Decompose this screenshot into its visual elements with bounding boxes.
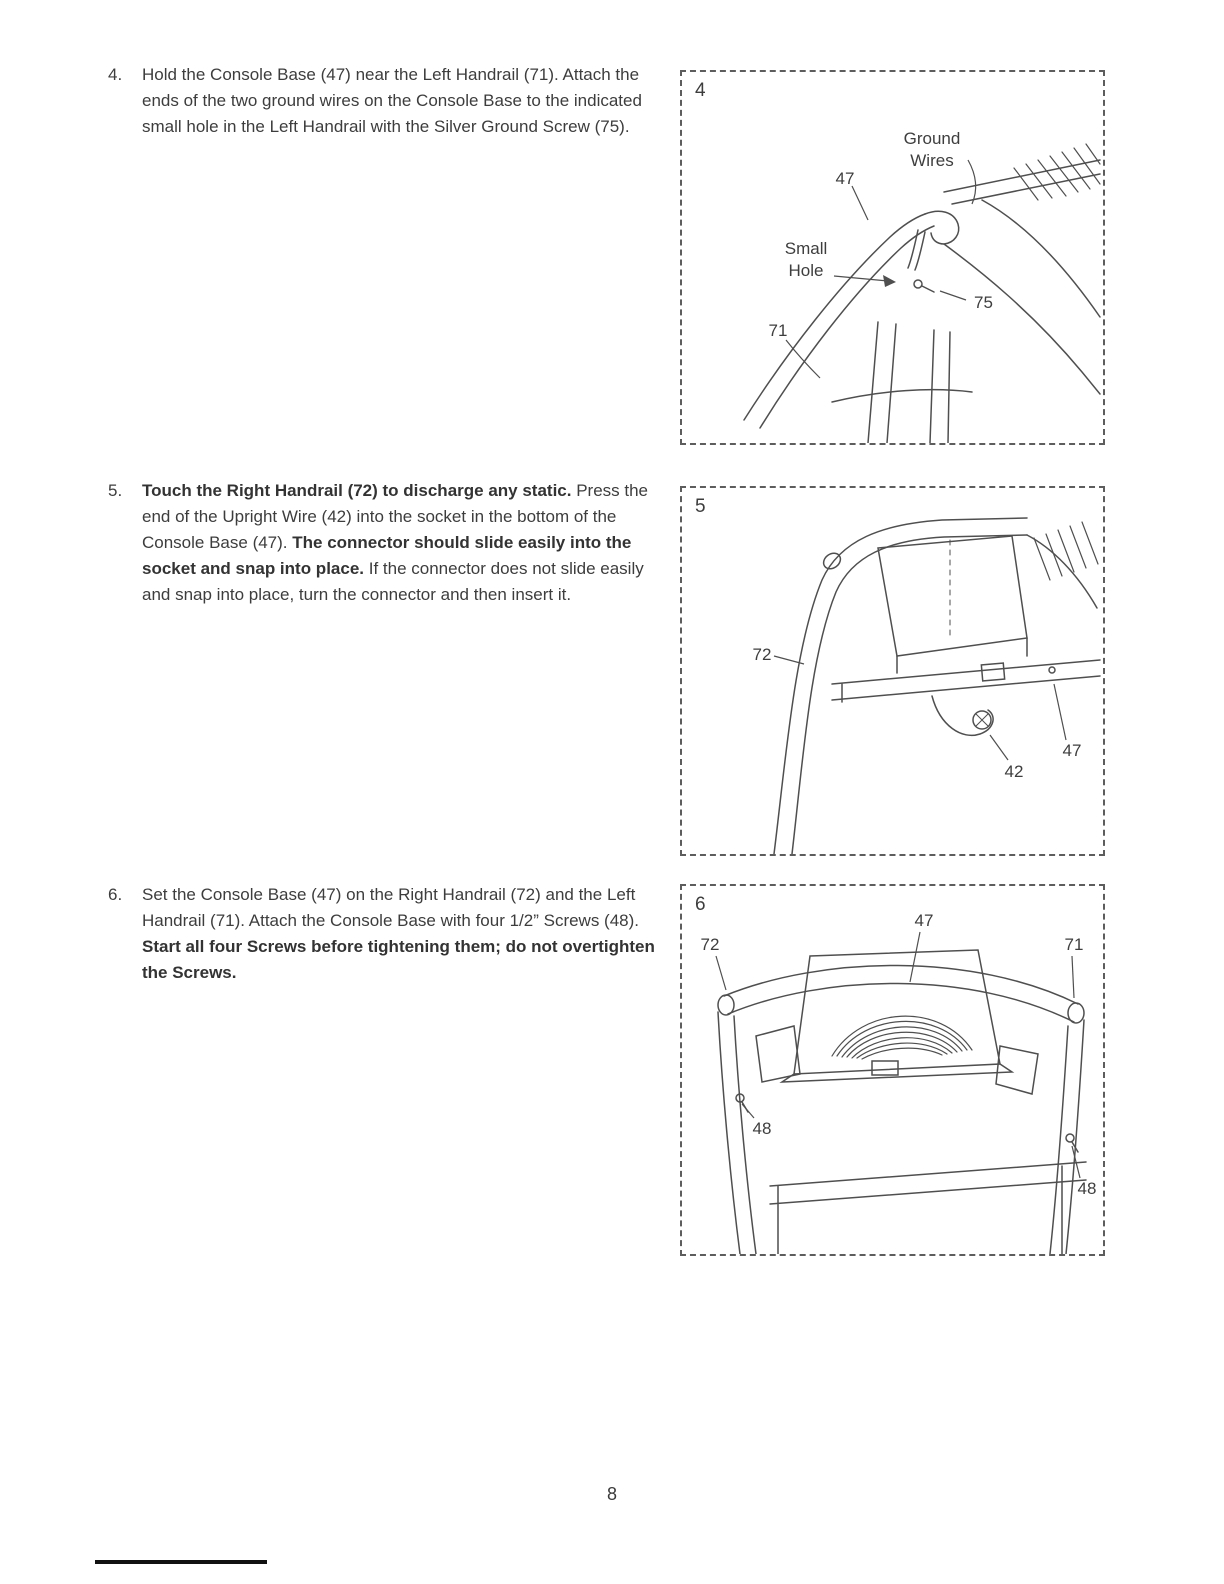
- console-grille-hatch: [1033, 521, 1099, 581]
- treadmill-console-drawing: [743, 143, 1101, 443]
- callout-47: 47: [915, 911, 934, 930]
- step-6-segment-bold: Start all four Screws before tightening …: [142, 937, 655, 982]
- small-hole-arrowhead: [883, 275, 896, 287]
- console-grille-hatch: [1013, 143, 1101, 201]
- step-4-number: 4.: [108, 65, 123, 84]
- figure-6-leader-lines: [715, 931, 1081, 1179]
- callout-47: 47: [1063, 741, 1082, 760]
- figure-4-illustration: 47 Ground Wires Small Hole 75 71: [743, 129, 1101, 443]
- callout-48-left: 48: [753, 1119, 772, 1138]
- callout-48-right: 48: [1078, 1179, 1097, 1198]
- figure-6: 6: [680, 884, 1105, 1256]
- footer-rule: [95, 1560, 267, 1564]
- step-5-segment: Press the end of the Upright Wire (42) i…: [142, 481, 649, 552]
- callout-72: 72: [753, 645, 772, 664]
- step-5-segment-bold: Touch the Right Handrail (72) to dischar…: [142, 481, 577, 500]
- step-6-segment: Set the Console Base (47) on the Right H…: [142, 885, 640, 930]
- step-5-segment-bold: The connector should slide easily into t…: [142, 533, 632, 578]
- step-6-number: 6.: [108, 885, 123, 904]
- console-mounted-drawing: [717, 949, 1087, 1254]
- console-base-drawing: [773, 517, 1101, 854]
- figure-4-label: 4: [695, 80, 706, 101]
- step-5-number: 5.: [108, 481, 123, 500]
- callout-small: Small: [785, 239, 828, 258]
- step-6: 6. Set the Console Base (47) on the Righ…: [108, 882, 664, 986]
- figure-6-illustration: 47 72 71 48 48: [701, 911, 1097, 1254]
- step-4-text: Hold the Console Base (47) near the Left…: [142, 62, 664, 140]
- figure-5-label: 5: [695, 496, 706, 517]
- figure-4: 4: [680, 70, 1105, 445]
- console-grille-arcs: [831, 1015, 973, 1060]
- callout-71: 71: [769, 321, 788, 340]
- figure-5: 5: [680, 486, 1105, 856]
- callout-42: 42: [1005, 762, 1024, 781]
- step-4-segment: Hold the Console Base (47) near the Left…: [142, 65, 642, 136]
- callout-47: 47: [836, 169, 855, 188]
- callout-ground: Ground: [904, 129, 961, 148]
- figure-5-illustration: 72 42 47: [753, 517, 1101, 854]
- figure-6-label: 6: [695, 894, 706, 915]
- callout-hole: Hole: [789, 261, 824, 280]
- callout-71: 71: [1065, 935, 1084, 954]
- callout-72: 72: [701, 935, 720, 954]
- callout-wires: Wires: [910, 151, 953, 170]
- figure-4-leader-lines: [785, 159, 977, 379]
- step-5-segment: If the connector does not slide easily a…: [142, 559, 644, 604]
- step-6-text: Set the Console Base (47) on the Right H…: [142, 882, 664, 986]
- page-number: 8: [606, 1484, 617, 1504]
- step-5: 5. Touch the Right Handrail (72) to disc…: [108, 478, 664, 608]
- step-5-text: Touch the Right Handrail (72) to dischar…: [142, 478, 664, 608]
- callout-75: 75: [974, 293, 993, 312]
- figure-5-leader-lines: [773, 655, 1067, 761]
- step-4: 4. Hold the Console Base (47) near the L…: [108, 62, 664, 140]
